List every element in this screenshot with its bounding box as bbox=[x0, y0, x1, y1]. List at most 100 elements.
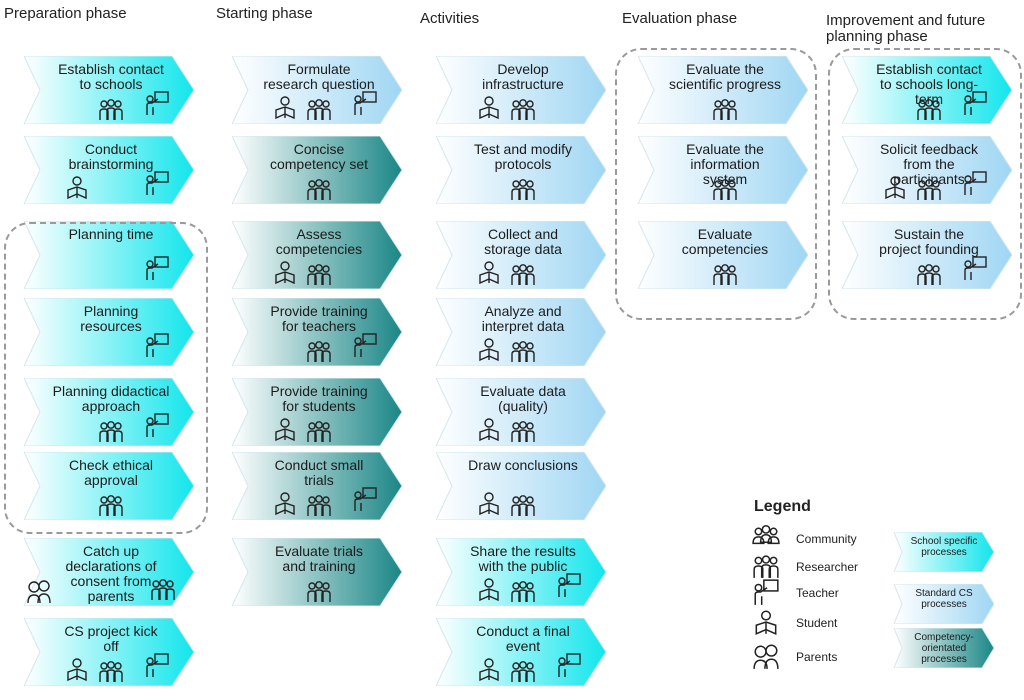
researcher-icon bbox=[306, 261, 332, 292]
legend-title: Legend bbox=[754, 498, 811, 515]
role-icons bbox=[436, 259, 606, 289]
column-title-preparation: Preparation phase bbox=[4, 5, 127, 22]
teacher-icon bbox=[144, 332, 170, 363]
process-step: Collect and storage data bbox=[436, 221, 606, 289]
teacher-icon bbox=[144, 652, 170, 683]
column-title-starting: Starting phase bbox=[216, 5, 313, 22]
process-step-label: CS project kick off bbox=[64, 623, 158, 654]
role-icons bbox=[232, 333, 402, 366]
teacher-icon bbox=[144, 255, 170, 286]
process-step-label: Check ethical approval bbox=[68, 457, 154, 488]
community-icon bbox=[752, 524, 780, 557]
process-step-label: Provide training for teachers bbox=[270, 303, 368, 334]
legend-icon-label: Parents bbox=[796, 650, 838, 664]
process-step-label: Conduct brainstorming bbox=[68, 141, 154, 172]
researcher-icon bbox=[712, 96, 738, 127]
role-icons bbox=[232, 91, 402, 125]
student-icon bbox=[476, 490, 502, 521]
process-step: Develop infrastructure bbox=[436, 56, 606, 124]
process-step-label: Conduct a final event bbox=[476, 623, 570, 654]
student-icon bbox=[272, 259, 298, 290]
role-icons bbox=[842, 91, 1012, 124]
process-step: Formulate research question bbox=[232, 56, 402, 124]
role-icons bbox=[24, 91, 194, 124]
researcher-icon bbox=[712, 261, 738, 292]
teacher-icon bbox=[556, 572, 582, 603]
process-step-label: Formulate research question bbox=[263, 61, 375, 92]
student-icon bbox=[272, 94, 298, 125]
column-title-activities: Activities bbox=[420, 10, 480, 27]
role-icons bbox=[24, 333, 194, 366]
researcher-icon bbox=[306, 176, 332, 207]
role-icons bbox=[24, 171, 194, 205]
teacher-icon bbox=[556, 652, 582, 683]
student-icon bbox=[882, 174, 908, 205]
role-icons bbox=[638, 94, 808, 124]
student-icon bbox=[64, 174, 90, 205]
process-step: Provide training for students bbox=[232, 378, 402, 446]
researcher-icon bbox=[510, 261, 536, 292]
process-step: Draw conclusions bbox=[436, 452, 606, 520]
teacher-icon bbox=[144, 170, 170, 201]
process-step-label: Evaluate the information system bbox=[686, 141, 764, 187]
process-step: Catch up declarations of consent from pa… bbox=[24, 538, 194, 606]
role-icons bbox=[24, 256, 194, 289]
process-step: Assess competencies bbox=[232, 221, 402, 289]
role-icons bbox=[436, 174, 606, 204]
teacher-icon bbox=[352, 90, 378, 121]
teacher-icon bbox=[352, 486, 378, 517]
legend-icon-label: Student bbox=[796, 616, 838, 630]
process-step-label: Sustain the project founding bbox=[879, 226, 979, 257]
role-icons bbox=[24, 576, 194, 606]
process-step-label: Planning time bbox=[68, 226, 154, 242]
researcher-icon bbox=[510, 418, 536, 449]
process-step: Evaluate the scientific progress bbox=[638, 56, 808, 124]
legend-type-label: Standard CS processes bbox=[915, 588, 973, 610]
role-icons bbox=[24, 413, 194, 446]
role-icons bbox=[436, 336, 606, 366]
process-step: Analyze and interpret data bbox=[436, 298, 606, 366]
process-step: Establish contact to schools long- term bbox=[842, 56, 1012, 124]
legend-type-competency: Competency- orientated processes bbox=[893, 627, 995, 669]
student-icon bbox=[476, 576, 502, 607]
legend-icon-label: Researcher bbox=[796, 560, 859, 574]
researcher-icon bbox=[306, 492, 332, 523]
researcher-icon bbox=[98, 658, 124, 689]
student-icon bbox=[476, 94, 502, 125]
parents-icon bbox=[752, 642, 780, 675]
student-icon bbox=[476, 656, 502, 687]
process-step-label: Assess competencies bbox=[275, 226, 363, 257]
process-step: Evaluate trials and training bbox=[232, 538, 402, 606]
researcher-icon bbox=[510, 338, 536, 369]
process-step-label: Concise competency set bbox=[269, 141, 369, 172]
role-icons bbox=[436, 490, 606, 520]
process-step: Provide training for teachers bbox=[232, 298, 402, 366]
process-step: Planning resources bbox=[24, 298, 194, 366]
process-step-label: Develop infrastructure bbox=[482, 61, 564, 92]
role-icons bbox=[232, 259, 402, 289]
process-step-label: Evaluate trials and training bbox=[275, 543, 363, 574]
researcher-icon bbox=[510, 658, 536, 689]
legend-type-standard: Standard CS processes bbox=[893, 583, 995, 625]
researcher-icon bbox=[98, 492, 124, 523]
role-icons bbox=[232, 416, 402, 446]
process-step-label: Solicit feedback from the participants bbox=[879, 141, 979, 187]
role-icons bbox=[232, 576, 402, 606]
student-icon bbox=[476, 416, 502, 447]
group-evaluation bbox=[615, 48, 817, 320]
student-icon bbox=[476, 259, 502, 290]
process-step: Conduct small trials bbox=[232, 452, 402, 520]
column-title-evaluation: Evaluation phase bbox=[622, 10, 738, 27]
researcher-icon bbox=[752, 552, 780, 585]
student-icon bbox=[476, 336, 502, 367]
student-icon bbox=[272, 490, 298, 521]
legend-icon-label: Teacher bbox=[796, 586, 839, 600]
role-icons bbox=[24, 653, 194, 689]
researcher-icon bbox=[510, 96, 536, 127]
process-step: Establish contact to schools bbox=[24, 56, 194, 124]
process-step-label: Planning resources bbox=[80, 303, 142, 334]
teacher-icon bbox=[752, 578, 780, 611]
researcher-icon bbox=[306, 578, 332, 609]
process-step-label: Draw conclusions bbox=[468, 457, 578, 473]
process-step-label: Planning didactical approach bbox=[52, 383, 170, 414]
